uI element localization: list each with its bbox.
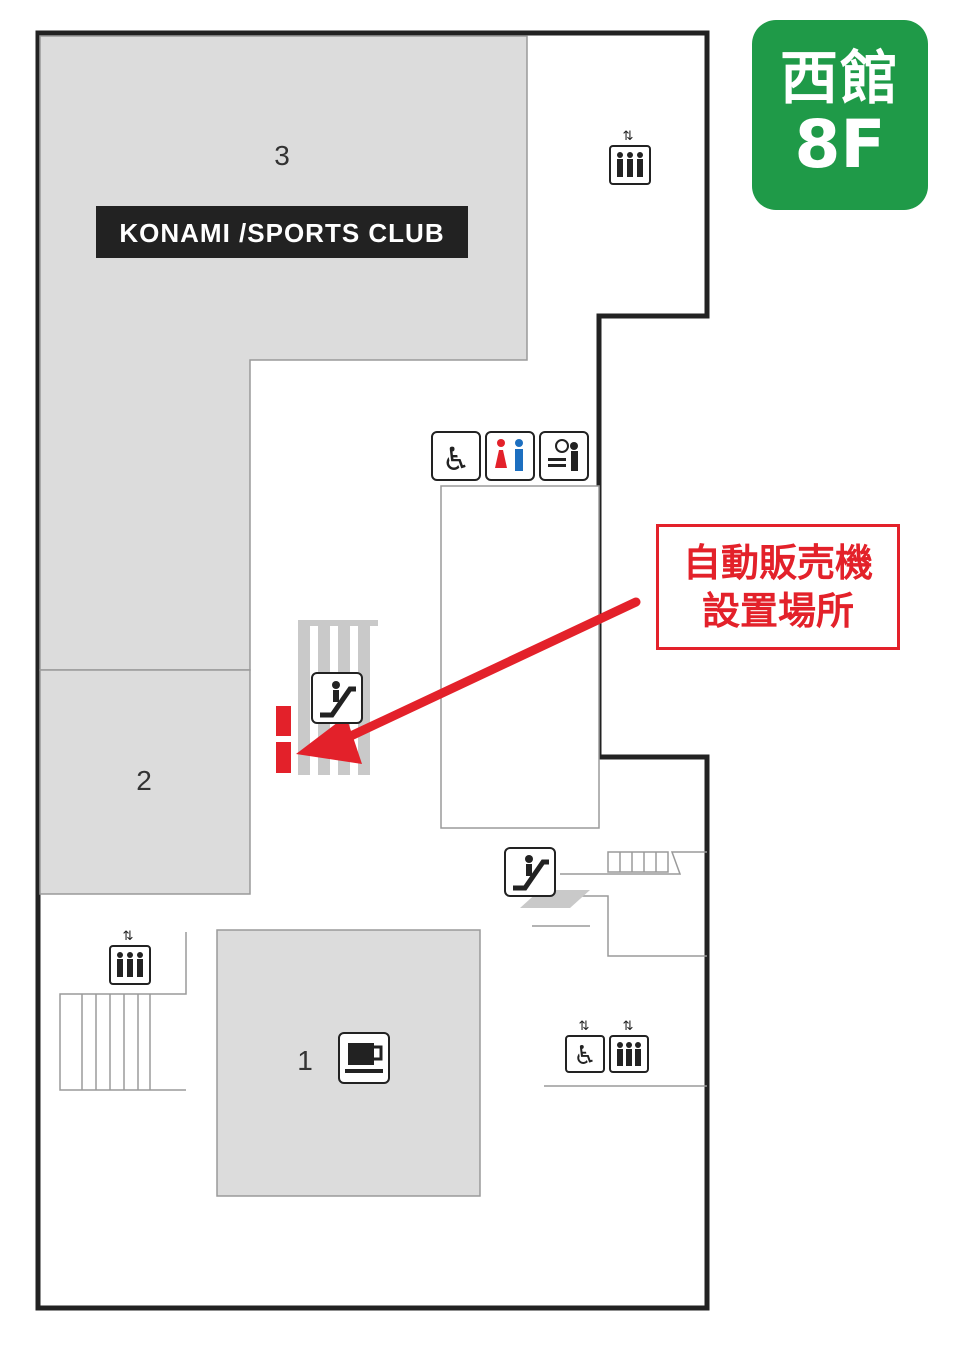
callout-line-1: 自動販売機 — [682, 541, 873, 585]
elevator-icon: ⇅ — [609, 129, 651, 185]
wing-label: 西館 — [779, 44, 900, 112]
accessible-restroom-icon: ♿ — [431, 431, 481, 481]
area-1-label: 1 — [297, 1045, 313, 1076]
svg-text:⇅: ⇅ — [123, 929, 134, 944]
elevator-icon: ⇅ — [109, 929, 151, 985]
area-2[interactable] — [39, 669, 251, 895]
nursing-room-icon — [539, 431, 589, 481]
svg-text:♿: ♿ — [442, 440, 471, 478]
vending-machine-marker[interactable] — [276, 706, 291, 773]
cafe-icon — [338, 1032, 390, 1084]
svg-text:⇅: ⇅ — [623, 129, 634, 144]
area-2-label: 2 — [136, 765, 152, 796]
area-3-label: 3 — [274, 140, 290, 171]
vending-machine-callout: 自動販売機 設置場所 — [656, 524, 900, 650]
svg-text:⇅: ⇅ — [579, 1019, 590, 1034]
accessible-elevator-icon: ⇅ ♿ — [565, 1019, 605, 1073]
pointer-arrow — [296, 597, 641, 764]
callout-line-2: 設置場所 — [701, 589, 854, 633]
restroom-icon — [485, 431, 535, 481]
stairs-left — [59, 932, 187, 1091]
svg-text:⇅: ⇅ — [623, 1019, 634, 1034]
svg-text:KONAMI /SPORTS CLUB: KONAMI /SPORTS CLUB — [119, 218, 444, 248]
elevator-icon: ⇅ — [609, 1019, 649, 1073]
escalator-icon — [504, 847, 556, 897]
konami-logo: KONAMI /SPORTS CLUB — [96, 206, 468, 258]
floor-badge: 西館 8F — [752, 20, 928, 210]
floor-label: 8F — [794, 106, 886, 183]
stairs-right — [532, 851, 707, 1087]
escalator-icon — [311, 672, 363, 724]
svg-text:♿: ♿ — [573, 1041, 596, 1071]
